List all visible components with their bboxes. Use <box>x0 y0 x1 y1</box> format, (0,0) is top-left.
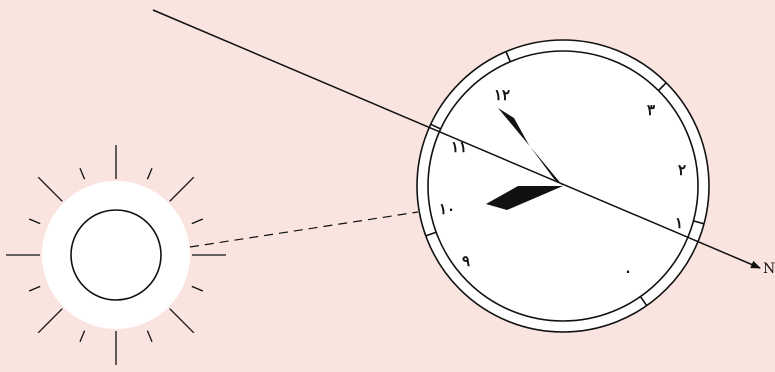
numeral-0: ۰ <box>624 262 632 280</box>
sun-rays <box>6 145 226 365</box>
numeral-12: ۱۲ <box>494 86 510 104</box>
sun-ray-long <box>37 308 63 334</box>
rim-tick <box>639 296 648 307</box>
rim-tick <box>430 123 441 130</box>
numeral-3: ۳ <box>647 101 655 119</box>
rim-tick <box>505 51 512 63</box>
numeral-9: ۹ <box>462 252 470 270</box>
sun-ray-short <box>191 285 204 292</box>
sun-ray-long <box>169 176 195 202</box>
clock-hand-short <box>486 186 563 210</box>
sun-ray-short <box>146 330 153 343</box>
rim-tick <box>693 220 705 225</box>
sun-ray-short <box>79 330 86 343</box>
sun <box>6 145 226 365</box>
north-direction-line <box>152 9 761 269</box>
sun-ray-short <box>28 285 41 292</box>
rim-tick <box>657 82 667 92</box>
clock: ۱۲ ۱۱ ۱۰ ۹ ۳ ۲ ۱ ۰ <box>416 39 710 333</box>
sun-ray-short <box>79 167 86 180</box>
sun-ray-short <box>191 218 204 225</box>
sun-ray-short <box>146 167 153 180</box>
numeral-10: ۱۰ <box>439 200 455 218</box>
numeral-2: ۲ <box>678 161 686 179</box>
clock-hand-long <box>498 108 563 186</box>
rim-tick <box>425 231 437 237</box>
sun-ray-long <box>37 176 63 202</box>
numeral-1: ۱ <box>675 214 683 232</box>
north-label: N <box>763 261 775 277</box>
clock-rim-ticks <box>425 51 705 307</box>
sun-ray-short <box>28 218 41 225</box>
sun-direction-dashed-line <box>189 211 419 248</box>
sun-disc <box>70 209 162 301</box>
sun-ray-long <box>169 308 195 334</box>
